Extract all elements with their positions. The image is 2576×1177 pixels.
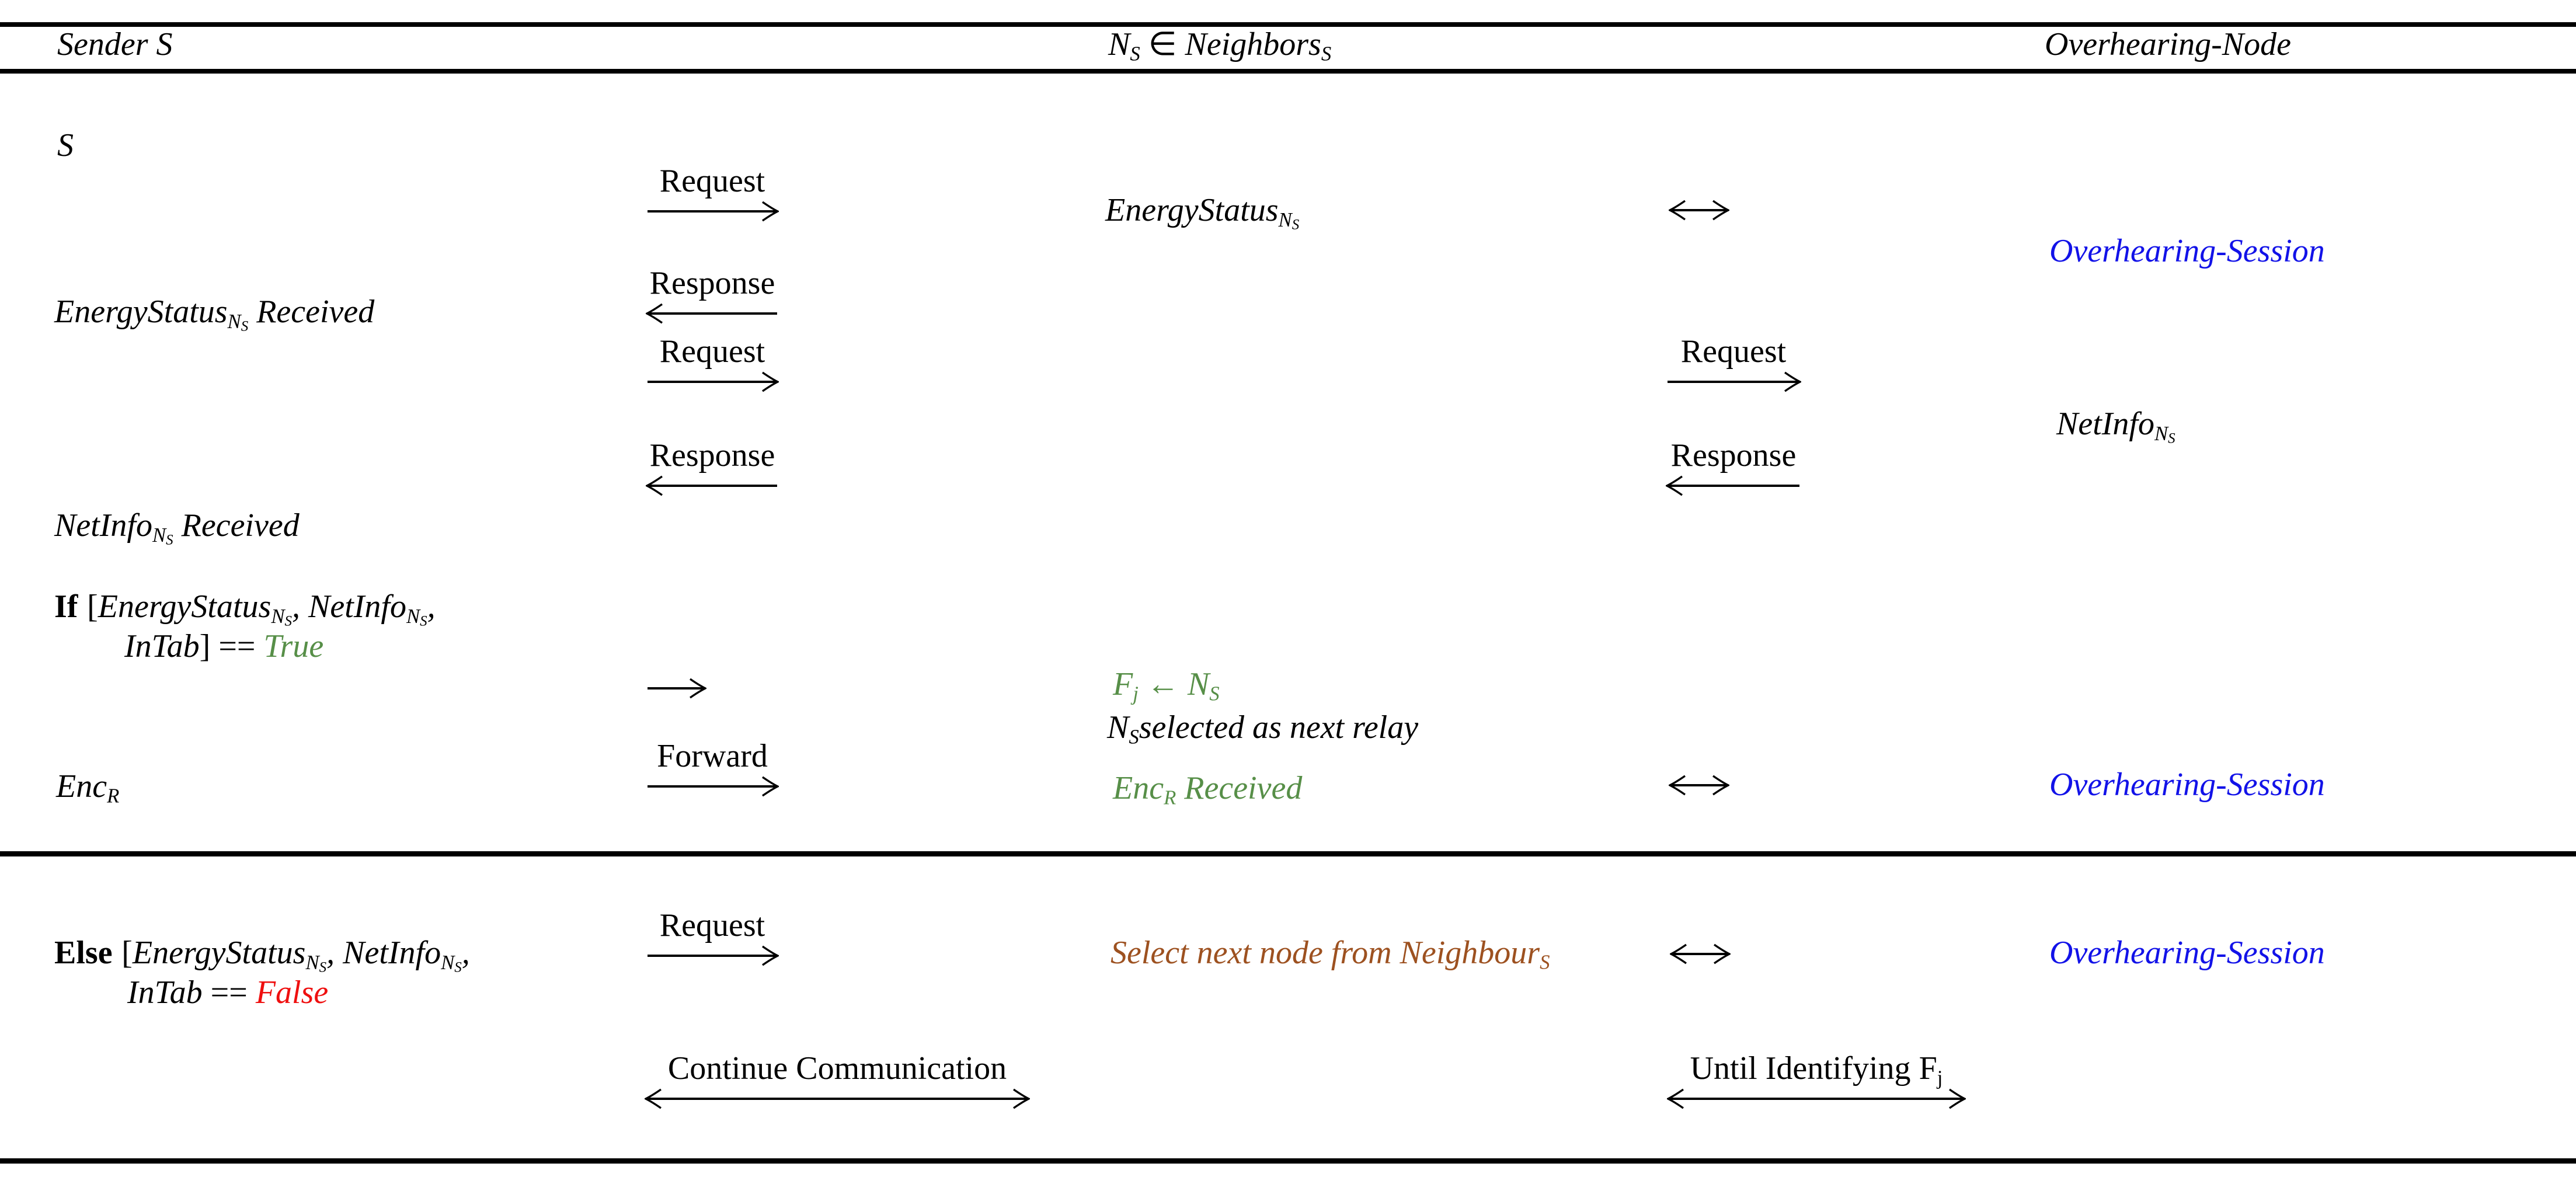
right-arrow-icon xyxy=(648,945,779,966)
if-condition-line2: InTab] == True xyxy=(124,628,324,664)
bottom-rule xyxy=(0,1158,2576,1164)
bidirectional-arrow-icon xyxy=(1667,1088,1966,1109)
response-arrow-1: Response xyxy=(646,266,779,324)
request-arrow-4: Request xyxy=(646,908,779,966)
column-header-sender: Sender S xyxy=(57,26,173,62)
bidirectional-arrow-icon xyxy=(1669,775,1729,796)
sender-node-label: S xyxy=(57,127,74,163)
energystatus-received-label: EnergyStatusNS Received xyxy=(54,294,375,335)
else-condition-line1: Else[EnergyStatusNS, NetInfoNS, xyxy=(54,935,470,976)
column-header-overhearing: Overhearing-Node xyxy=(2045,26,2291,62)
bidirectional-arrow-icon xyxy=(645,1088,1030,1109)
bidirectional-arrow-icon xyxy=(1670,943,1731,964)
enc-r-received-label: EncR Received xyxy=(1113,770,1303,809)
energystatus-ns-label: EnergyStatusNS xyxy=(1105,192,1300,233)
right-arrow-icon xyxy=(648,371,779,392)
request-arrow-3: Request xyxy=(1666,334,1801,392)
overhearing-session-label-1: Overhearing-Session xyxy=(2049,233,2325,269)
right-arrow-icon xyxy=(1668,371,1801,392)
continue-communication-arrow: Continue Communication xyxy=(645,1051,1030,1109)
netinfo-received-label: NetInfoNS Received xyxy=(54,507,300,548)
select-next-node-note: Select next node from NeighbourS xyxy=(1111,935,1550,974)
response-arrow-2: Response xyxy=(646,438,779,496)
left-arrow-icon xyxy=(1666,475,1799,496)
enc-r-label: EncR xyxy=(56,768,120,807)
right-arrow-icon xyxy=(648,776,779,797)
else-condition-line2: InTab == False xyxy=(127,974,329,1011)
left-arrow-icon xyxy=(646,303,777,324)
netinfo-ns-label: NetInfoNS xyxy=(2056,406,2175,447)
overhearing-session-label-3: Overhearing-Session xyxy=(2049,935,2325,971)
if-condition-line1: If[EnergyStatusNS, NetInfoNS, xyxy=(54,588,436,629)
forward-arrow: Forward xyxy=(646,739,779,797)
selected-as-relay-note: NSselected as next relay xyxy=(1107,709,1419,748)
response-arrow-3: Response xyxy=(1666,438,1801,496)
right-arrow-icon xyxy=(648,678,706,699)
column-header-neighbors: NS ∈ NeighborsS xyxy=(1108,26,1332,65)
header-rule xyxy=(0,69,2576,74)
bidirectional-arrow-icon xyxy=(1669,200,1729,221)
middle-rule xyxy=(0,851,2576,856)
top-rule xyxy=(0,22,2576,27)
fj-assignment-label: Fj ← NS xyxy=(1113,666,1220,705)
request-arrow-2: Request xyxy=(646,334,779,392)
left-arrow-icon xyxy=(646,475,777,496)
right-arrow-icon xyxy=(648,201,779,222)
request-arrow-1: Request xyxy=(646,163,779,222)
until-identifying-arrow: Until Identifying Fj xyxy=(1667,1051,1966,1109)
overhearing-session-label-2: Overhearing-Session xyxy=(2049,767,2325,803)
